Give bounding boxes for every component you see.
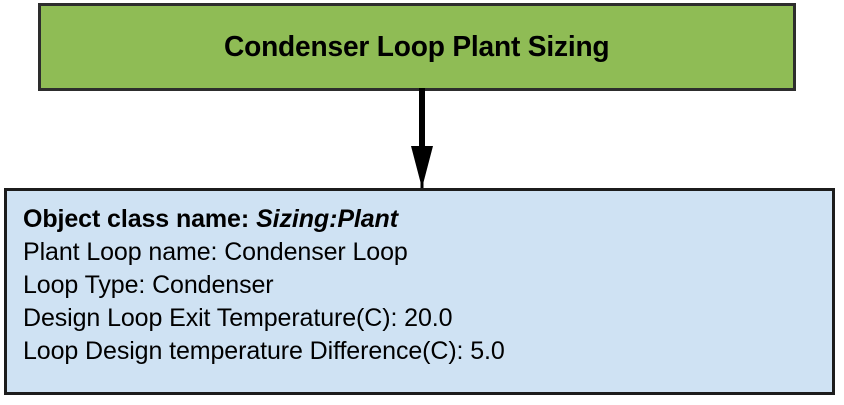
detail-line-loop-design-temperature-difference: Loop Design temperature Difference(C): 5…: [23, 337, 505, 365]
title-node[interactable]: Condenser Loop Plant Sizing: [38, 3, 796, 91]
detail-node[interactable]: Object class name:Sizing:Plant Plant Loo…: [4, 188, 835, 395]
detail-line-object-class: Object class name:Sizing:Plant: [23, 203, 832, 236]
object-class-label: Object class name:: [23, 205, 250, 233]
detail-line-design-loop-exit-temperature: Design Loop Exit Temperature(C): 20.0: [23, 304, 453, 332]
arrow-connector: [411, 88, 433, 192]
object-class-value: Sizing:Plant: [256, 205, 398, 233]
detail-line-loop-type: Loop Type: Condenser: [23, 271, 274, 299]
title-node-label: Condenser Loop Plant Sizing: [224, 30, 610, 63]
detail-line-plant-loop-name: Plant Loop name: Condenser Loop: [23, 238, 408, 266]
